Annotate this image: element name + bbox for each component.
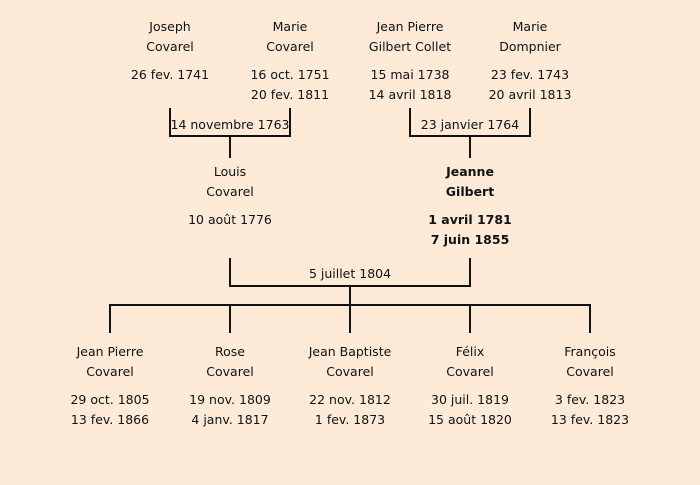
death-date: 13 fev. 1866	[70, 412, 150, 427]
person-first-name: Jeanne	[446, 164, 494, 179]
birth-date: 19 nov. 1809	[189, 392, 271, 407]
death-date: 20 avril 1813	[488, 87, 572, 102]
person-last-name: Gilbert	[445, 184, 495, 199]
birth-date: 1 avril 1781	[428, 212, 512, 227]
person-first-name: Jean Pierre	[76, 344, 144, 359]
birth-date: 23 fev. 1743	[490, 67, 570, 82]
person-last-name: Dompnier	[499, 39, 561, 54]
connector-line	[289, 108, 291, 137]
person-first-name: Jean Pierre	[376, 19, 444, 34]
connector-line	[229, 135, 231, 158]
birth-date: 10 août 1776	[188, 212, 272, 227]
person-last-name: Covarel	[446, 364, 494, 379]
connector-line	[469, 304, 471, 333]
person-last-name: Gilbert Collet	[368, 39, 452, 54]
death-date: 1 fev. 1873	[314, 412, 386, 427]
person-first-name: Marie	[512, 19, 548, 34]
person-last-name: Covarel	[86, 364, 134, 379]
connector-line	[229, 304, 231, 333]
death-date: 15 août 1820	[428, 412, 512, 427]
marriage-date: 23 janvier 1764	[420, 117, 520, 132]
person-last-name: Covarel	[326, 364, 374, 379]
person-first-name: Rose	[215, 344, 245, 359]
person-last-name: Covarel	[206, 364, 254, 379]
connector-line	[469, 135, 471, 158]
birth-date: 26 fev. 1741	[130, 67, 210, 82]
connector-line	[109, 304, 111, 333]
birth-date: 16 oct. 1751	[250, 67, 330, 82]
death-date: 14 avril 1818	[368, 87, 452, 102]
person-first-name: François	[564, 344, 616, 359]
death-date: 20 fev. 1811	[250, 87, 330, 102]
connector-line	[589, 304, 591, 333]
person-first-name: Marie	[272, 19, 308, 34]
person-first-name: Félix	[455, 344, 485, 359]
marriage-date: 14 novembre 1763	[170, 117, 290, 132]
person-last-name: Covarel	[566, 364, 614, 379]
death-date: 7 juin 1855	[430, 232, 510, 247]
death-date: 13 fev. 1823	[550, 412, 630, 427]
connector-line	[349, 304, 351, 333]
death-date	[105, 85, 235, 105]
person-last-name: Covarel	[146, 39, 194, 54]
death-date	[165, 230, 295, 250]
person-first-name: Jean Baptiste	[308, 344, 392, 359]
marriage-date: 5 juillet 1804	[308, 266, 392, 281]
birth-date: 3 fev. 1823	[554, 392, 626, 407]
person-last-name: Covarel	[206, 184, 254, 199]
connector-line	[229, 258, 231, 287]
birth-date: 30 juil. 1819	[431, 392, 509, 407]
connector-line	[349, 285, 351, 305]
person-first-name: Joseph	[149, 19, 191, 34]
person-last-name: Covarel	[266, 39, 314, 54]
connector-line	[169, 108, 171, 137]
person-first-name: Louis	[213, 164, 247, 179]
connector-line	[529, 108, 531, 137]
birth-date: 22 nov. 1812	[309, 392, 391, 407]
birth-date: 29 oct. 1805	[70, 392, 150, 407]
birth-date: 15 mai 1738	[370, 67, 450, 82]
death-date: 4 janv. 1817	[191, 412, 269, 427]
connector-line	[469, 258, 471, 287]
connector-line	[409, 108, 411, 137]
